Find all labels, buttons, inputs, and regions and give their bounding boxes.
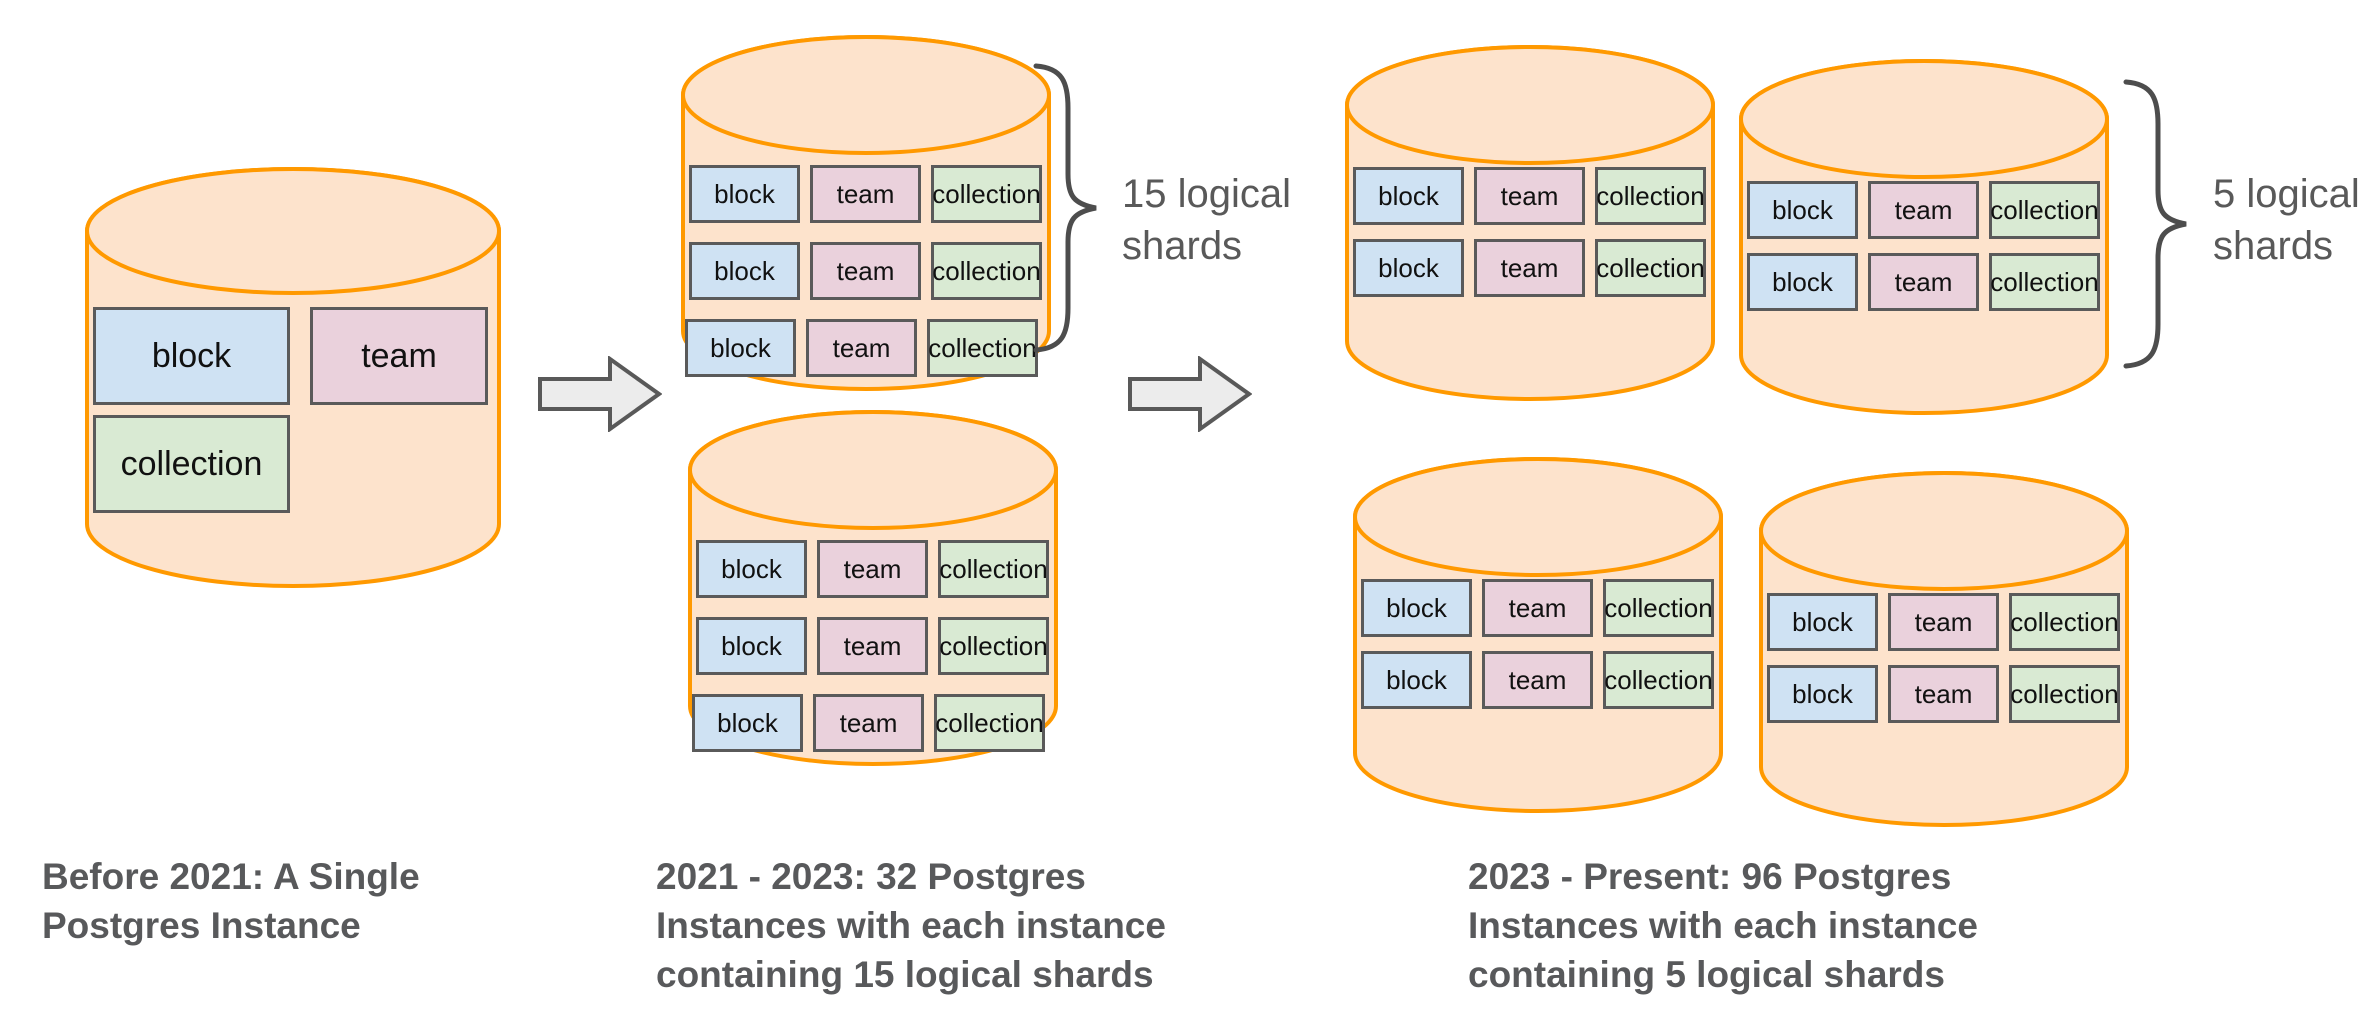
shard-row: block team collection bbox=[1353, 239, 1706, 297]
curly-brace-icon bbox=[1033, 63, 1097, 353]
table-box-collection: collection bbox=[1603, 651, 1714, 709]
table-box-collection: collection bbox=[931, 165, 1042, 223]
table-box-team: team bbox=[1868, 253, 1979, 311]
postgres-instance-cylinder: block team collection block team collect… bbox=[1757, 469, 2131, 829]
shard-row: collection bbox=[93, 415, 290, 513]
table-box-collection: collection bbox=[931, 242, 1042, 300]
annotation-line: shards bbox=[2213, 224, 2334, 268]
table-box-team: team bbox=[806, 319, 917, 377]
table-box-block: block bbox=[1767, 665, 1878, 723]
table-box-block: block bbox=[696, 540, 807, 598]
caption-line: Instances with each instance bbox=[1468, 905, 1978, 946]
shard-row: block team collection bbox=[1767, 665, 2120, 723]
table-box-collection: collection bbox=[938, 540, 1049, 598]
table-box-block: block bbox=[93, 307, 290, 405]
table-box-collection: collection bbox=[1989, 253, 2100, 311]
table-box-block: block bbox=[1361, 651, 1472, 709]
table-box-collection: collection bbox=[938, 617, 1049, 675]
right-arrow-icon bbox=[1128, 356, 1252, 432]
table-box-team: team bbox=[810, 242, 921, 300]
annotation-line: shards bbox=[1122, 224, 1243, 268]
table-box-team: team bbox=[813, 694, 924, 752]
table-box-team: team bbox=[1482, 579, 1593, 637]
table-box-team: team bbox=[1888, 593, 1999, 651]
table-box-team: team bbox=[1482, 651, 1593, 709]
shard-row: block team bbox=[93, 307, 488, 405]
table-box-block: block bbox=[1353, 167, 1464, 225]
caption-line: Before 2021: A Single bbox=[42, 856, 420, 897]
table-box-block: block bbox=[689, 242, 800, 300]
database-cylinder-icon bbox=[1759, 471, 2129, 827]
postgres-instance-cylinder: block team collection block team collect… bbox=[1351, 455, 1725, 815]
caption-line: containing 5 logical shards bbox=[1468, 954, 1945, 995]
table-box-team: team bbox=[1868, 181, 1979, 239]
shard-row: block team collection bbox=[685, 319, 1038, 377]
table-box-collection: collection bbox=[2009, 593, 2120, 651]
postgres-instance-cylinder: block team collection block team collect… bbox=[686, 408, 1060, 768]
table-box-team: team bbox=[310, 307, 488, 405]
shard-row: block team collection bbox=[1353, 167, 1706, 225]
table-box-collection: collection bbox=[1603, 579, 1714, 637]
shard-row: block team collection bbox=[1361, 651, 1714, 709]
shards-annotation-15: 15 logical shards bbox=[1122, 168, 1291, 272]
table-box-collection: collection bbox=[1989, 181, 2100, 239]
caption-line: Postgres Instance bbox=[42, 905, 361, 946]
table-box-team: team bbox=[810, 165, 921, 223]
caption-line: 2021 - 2023: 32 Postgres bbox=[656, 856, 1086, 897]
table-box-team: team bbox=[817, 617, 928, 675]
table-box-collection: collection bbox=[93, 415, 290, 513]
caption-before-2021: Before 2021: A Single Postgres Instance bbox=[42, 852, 420, 950]
table-box-block: block bbox=[1361, 579, 1472, 637]
table-box-team: team bbox=[1474, 239, 1585, 297]
annotation-line: 5 logical bbox=[2213, 172, 2360, 216]
postgres-instance-cylinder: block team collection block team collect… bbox=[1737, 57, 2111, 417]
postgres-instance-cylinder-single: block team collection bbox=[83, 165, 503, 590]
annotation-line: 15 logical bbox=[1122, 172, 1292, 216]
shard-row: block team collection bbox=[696, 540, 1049, 598]
table-box-block: block bbox=[1353, 239, 1464, 297]
caption-line: Instances with each instance bbox=[656, 905, 1166, 946]
shard-row: block team collection bbox=[696, 617, 1049, 675]
table-box-block: block bbox=[692, 694, 803, 752]
shard-row: block team collection bbox=[1767, 593, 2120, 651]
shard-row: block team collection bbox=[1747, 181, 2100, 239]
table-box-collection: collection bbox=[934, 694, 1045, 752]
postgres-instance-cylinder: block team collection block team collect… bbox=[679, 33, 1053, 393]
caption-line: containing 15 logical shards bbox=[656, 954, 1154, 995]
table-box-collection: collection bbox=[1595, 167, 1706, 225]
shard-row: block team collection bbox=[692, 694, 1045, 752]
table-box-team: team bbox=[817, 540, 928, 598]
table-box-collection: collection bbox=[1595, 239, 1706, 297]
table-box-block: block bbox=[1747, 181, 1858, 239]
shard-row: block team collection bbox=[689, 242, 1042, 300]
shard-row: block team collection bbox=[1747, 253, 2100, 311]
postgres-instance-cylinder: block team collection block team collect… bbox=[1343, 43, 1717, 403]
shards-annotation-5: 5 logical shards bbox=[2213, 168, 2360, 272]
table-box-team: team bbox=[1888, 665, 1999, 723]
right-arrow-icon bbox=[538, 356, 662, 432]
shard-row: block team collection bbox=[689, 165, 1042, 223]
table-box-block: block bbox=[689, 165, 800, 223]
shard-row: block team collection bbox=[1361, 579, 1714, 637]
caption-line: 2023 - Present: 96 Postgres bbox=[1468, 856, 1952, 897]
table-box-collection: collection bbox=[2009, 665, 2120, 723]
table-box-block: block bbox=[1767, 593, 1878, 651]
caption-2023-present: 2023 - Present: 96 Postgres Instances wi… bbox=[1468, 852, 1978, 999]
caption-2021-2023: 2021 - 2023: 32 Postgres Instances with … bbox=[656, 852, 1166, 999]
curly-brace-icon bbox=[2123, 79, 2187, 369]
table-box-collection: collection bbox=[927, 319, 1038, 377]
table-box-block: block bbox=[685, 319, 796, 377]
table-box-team: team bbox=[1474, 167, 1585, 225]
table-box-block: block bbox=[1747, 253, 1858, 311]
table-box-block: block bbox=[696, 617, 807, 675]
